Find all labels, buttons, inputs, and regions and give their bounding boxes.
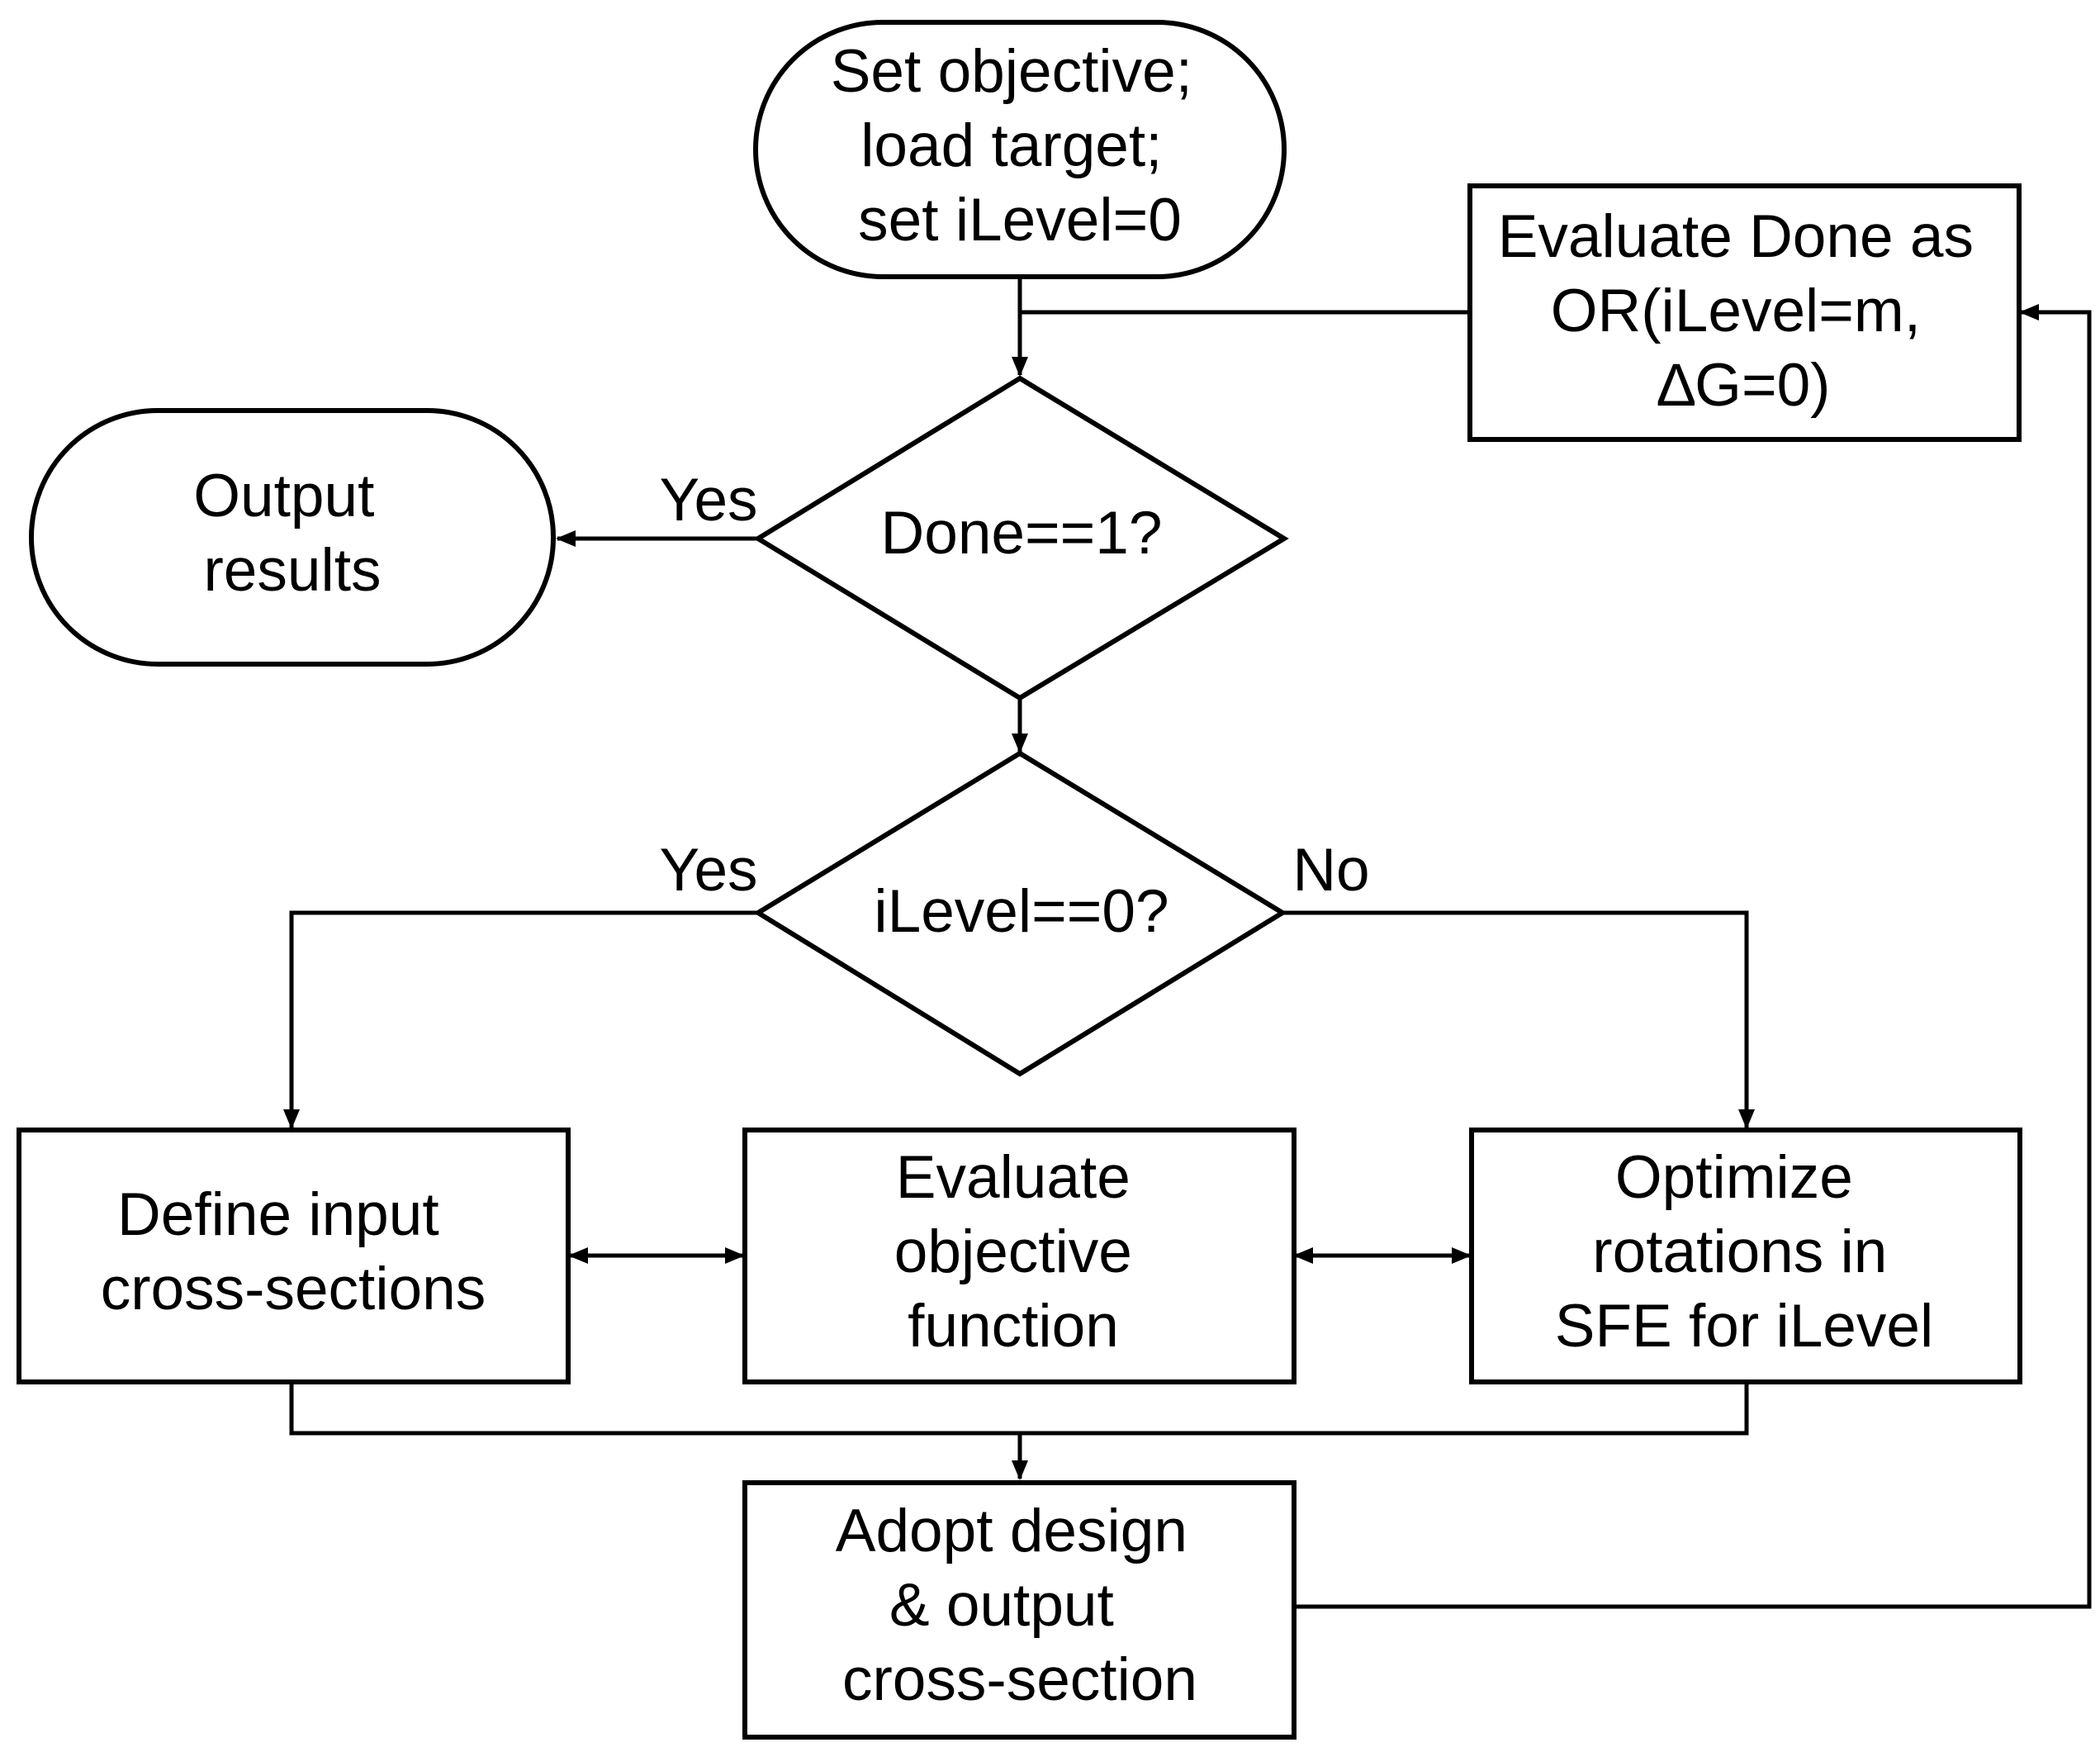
evaluate-done-label: Evaluate Done as OR(iLevel=m, ∆G=0) <box>1498 203 1991 419</box>
start-label-line-2: load target; <box>860 112 1162 179</box>
arrow-level-no-to-optimize <box>1282 910 1755 1129</box>
line-define-input-to-merge <box>289 1379 1749 1436</box>
adopt-label: Adopt design & output cross-section <box>836 1498 1204 1713</box>
evaluate-done-line-3: ∆G=0) <box>1658 352 1831 419</box>
start-terminator <box>753 20 1287 279</box>
evaluate-done-box <box>1467 183 2022 442</box>
edge-label-level-yes: Yes <box>659 837 757 904</box>
optimize-line-1: Optimize <box>1615 1144 1853 1211</box>
start-label-line-3: set iLevel=0 <box>858 187 1182 254</box>
adopt-line-3: cross-section <box>842 1646 1197 1713</box>
optimize-line-3: SFE for iLevel <box>1555 1293 1933 1360</box>
done-decision-node: Done==1? <box>753 375 1289 701</box>
output-node: Output results <box>29 408 556 667</box>
output-label-line-1: Output <box>193 463 374 529</box>
evaluate-objective-line-3: function <box>908 1293 1119 1360</box>
adopt-line-1: Adopt design <box>836 1498 1187 1564</box>
define-input-box <box>17 1128 571 1384</box>
done-decision-label: Done==1? <box>881 500 1163 567</box>
start-label-line-1: Set objective; <box>831 38 1192 105</box>
evaluate-objective-line-2: objective <box>894 1218 1132 1285</box>
evaluate-done-node: Evaluate Done as OR(iLevel=m, ∆G=0) <box>1467 183 2022 442</box>
evaluate-objective-box <box>742 1128 1297 1384</box>
done-decision-diamond <box>753 375 1289 701</box>
level-decision-node: iLevel==0? <box>753 750 1287 1077</box>
done-decision-line-1: Done==1? <box>881 500 1163 567</box>
optimize-label: Optimize rotations in SFE for iLevel <box>1555 1144 1933 1360</box>
output-terminator <box>29 408 556 667</box>
define-input-line-2: cross-sections <box>101 1256 486 1322</box>
evaluate-objective-label: Evaluate objective function <box>894 1144 1149 1360</box>
edge-label-done-yes: Yes <box>659 467 757 534</box>
evaluate-done-line-1: Evaluate Done as <box>1498 203 1974 270</box>
output-label-line-2: results <box>203 537 381 604</box>
evaluate-objective-line-1: Evaluate <box>896 1144 1131 1211</box>
define-input-line-1: Define input <box>117 1181 439 1248</box>
start-label: Set objective; load target; set iLevel=0 <box>831 38 1210 254</box>
output-label: Output results <box>193 463 391 604</box>
optimize-node: Optimize rotations in SFE for iLevel <box>1469 1128 2022 1384</box>
level-decision-label: iLevel==0? <box>874 878 1169 945</box>
adopt-box <box>742 1480 1297 1740</box>
define-input-node: Define input cross-sections <box>17 1128 571 1384</box>
adopt-node: Adopt design & output cross-section <box>742 1480 1297 1740</box>
edge-label-level-no: No <box>1292 837 1369 904</box>
start-node: Set objective; load target; set iLevel=0 <box>753 20 1287 279</box>
arrow-level-yes-to-define-input <box>283 910 758 1129</box>
define-input-label: Define input cross-sections <box>101 1181 486 1322</box>
connectors <box>283 277 2092 1609</box>
arrow-adopt-to-evaluate-done <box>1295 304 2092 1609</box>
evaluate-done-line-2: OR(iLevel=m, <box>1551 278 1921 344</box>
level-decision-diamond <box>753 750 1287 1077</box>
evaluate-objective-node: Evaluate objective function <box>742 1128 1297 1384</box>
level-decision-line-1: iLevel==0? <box>874 878 1169 945</box>
adopt-line-2: & output <box>889 1572 1114 1639</box>
optimize-line-2: rotations in <box>1592 1218 1887 1285</box>
optimize-box <box>1469 1128 2022 1384</box>
